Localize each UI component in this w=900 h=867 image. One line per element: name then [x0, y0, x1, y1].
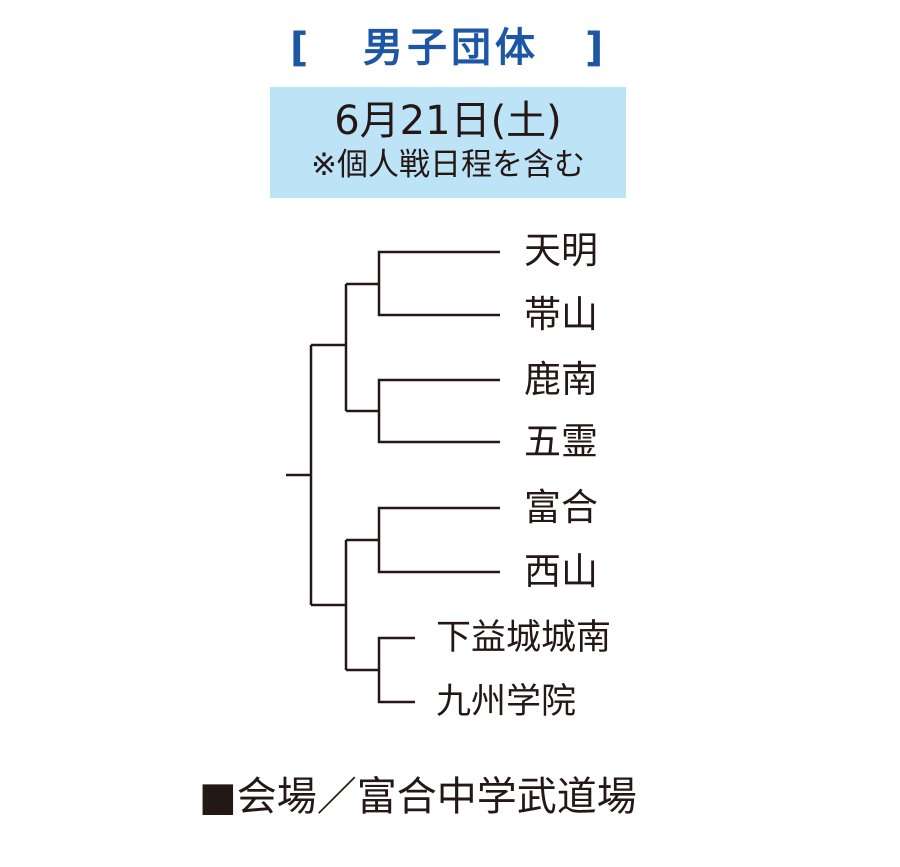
- team-6: 西山: [524, 550, 598, 593]
- date-box: 6月21日(土) ※個人戦日程を含む: [270, 87, 626, 198]
- venue-label: ■会場／富合中学武道場: [199, 774, 637, 820]
- title-bracket-right: ]: [585, 25, 604, 71]
- match-date: 6月21日(土): [334, 98, 562, 144]
- team-4: 五霊: [524, 420, 598, 463]
- team-5: 富合: [524, 486, 598, 529]
- schedule-note: ※個人戦日程を含む: [311, 147, 585, 183]
- section-title: [ 男子団体 ]: [0, 18, 900, 78]
- bracket-line-match-4: [377, 636, 415, 704]
- team-8: 九州学院: [436, 682, 577, 722]
- team-2: 帯山: [524, 293, 598, 336]
- title-bracket-left: [: [290, 25, 309, 71]
- bracket-line-match-2: [377, 378, 500, 444]
- team-3: 鹿南: [524, 358, 598, 401]
- bracket-line-match-3: [377, 506, 500, 574]
- bracket-line-match-1: [377, 250, 500, 317]
- team-1: 天明: [524, 229, 598, 272]
- title-text: 男子団体: [363, 25, 539, 71]
- team-7: 下益城城南: [436, 618, 612, 658]
